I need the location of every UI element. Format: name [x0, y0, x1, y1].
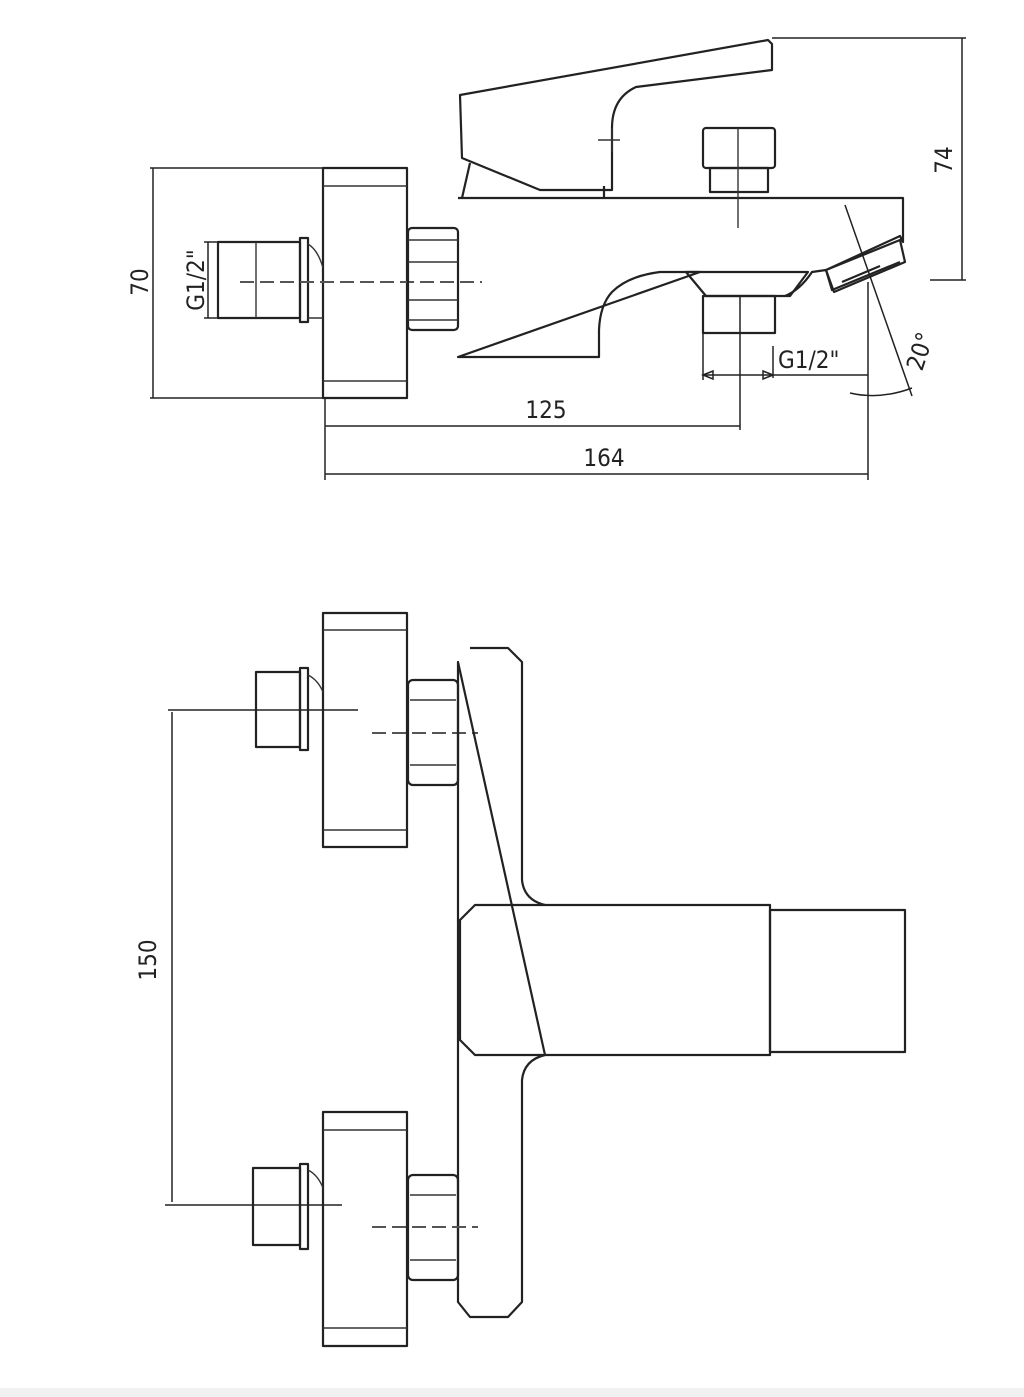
bottom-edge: [0, 1388, 1024, 1397]
hex-nut: [406, 226, 460, 332]
spout-body: [458, 903, 772, 1057]
dimension-74-label: 74: [930, 146, 958, 173]
inlet-connector: [216, 236, 324, 324]
dimension-70-label: 70: [126, 268, 154, 295]
dimension-inlet-thread: G1/2": [182, 241, 218, 319]
dimension-125-label: 125: [525, 396, 566, 424]
dimension-outlet-thread: G1/2": [700, 333, 868, 381]
lower-inlet-assembly: [165, 1110, 478, 1348]
shower-outlet: [684, 270, 810, 335]
inlet-thread-label: G1/2": [182, 249, 210, 310]
outlet-thread-label: G1/2": [778, 346, 839, 374]
spout-end: [768, 908, 907, 1054]
top-view: 150: [134, 611, 907, 1348]
dimension-125: 125: [324, 296, 741, 480]
side-view: 70 G1/2" 74 G1/2" 20°: [126, 37, 966, 480]
spout-aerator: [824, 238, 907, 294]
dimension-150-label: 150: [134, 939, 162, 980]
upper-inlet-assembly: [168, 611, 478, 849]
dimension-74: 74: [772, 37, 966, 281]
dimension-spout-angle: 20°: [844, 204, 940, 397]
mounting-plate: [456, 646, 547, 1319]
dimension-70: 70: [126, 167, 323, 399]
spout-angle-label: 20°: [901, 329, 939, 374]
mixer-body: [456, 196, 905, 359]
dimension-150: 150: [134, 712, 173, 1202]
dimension-164-label: 164: [583, 444, 624, 472]
mixer-lever: [458, 38, 774, 199]
dimension-164: 164: [325, 282, 869, 480]
diverter-knob: [701, 126, 777, 228]
